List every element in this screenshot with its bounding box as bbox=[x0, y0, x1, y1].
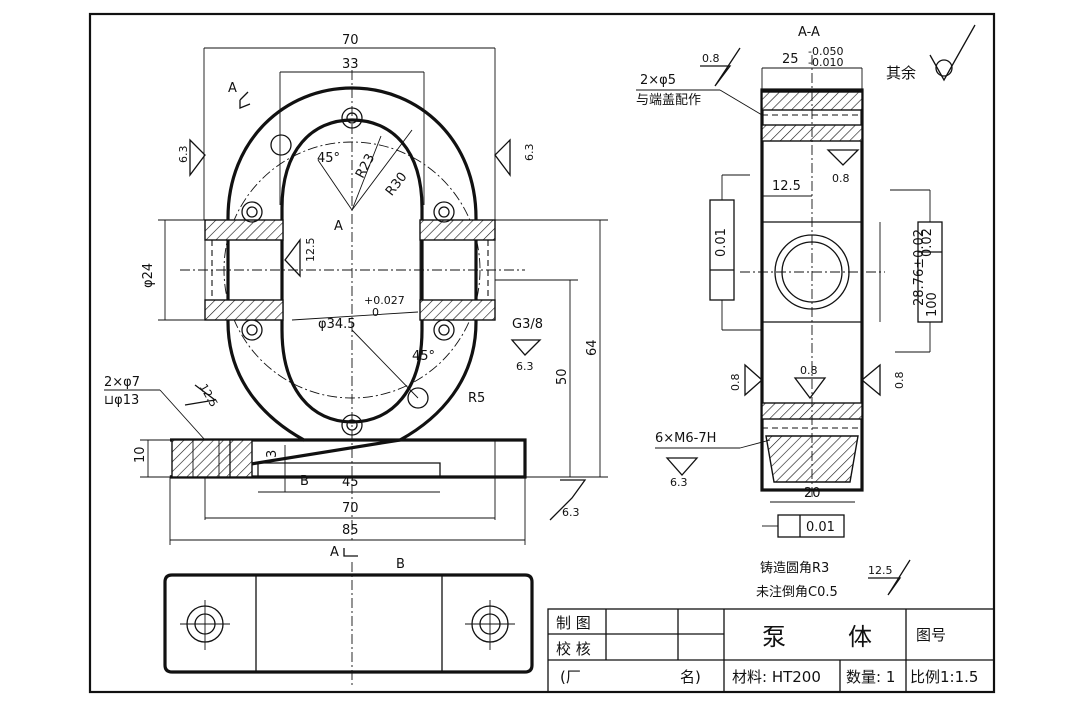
tb-part-name-1: 泵 bbox=[762, 623, 786, 651]
roughness-0-8-right: 0.8 bbox=[893, 372, 906, 390]
angle-45-top: 45° bbox=[317, 151, 340, 166]
dim-25-lower-dev: -0.010 bbox=[808, 56, 843, 69]
dim-r30: R30 bbox=[383, 170, 411, 199]
dim-10: 10 bbox=[133, 446, 148, 463]
roughness-0-8-mid: 0.8 bbox=[800, 364, 818, 377]
dim-r23: R23 bbox=[353, 151, 378, 181]
cut-mark-a-bottom: A bbox=[330, 545, 339, 560]
roughness-0-8-bore: 0.8 bbox=[832, 172, 850, 185]
dim-45: 45 bbox=[342, 475, 359, 490]
dim-phi34-tol-lo: 0 bbox=[372, 306, 379, 319]
dim-r5: R5 bbox=[468, 391, 485, 406]
roughness-0-8-top: 0.8 bbox=[702, 52, 720, 65]
roughness-6-3-m6: 6.3 bbox=[670, 476, 688, 489]
note-chamfer: 未注倒角C0.5 bbox=[756, 585, 838, 600]
dim-3: 3 bbox=[265, 450, 280, 458]
tb-part-name-2: 体 bbox=[848, 623, 872, 651]
tb-quantity: 数量: 1 bbox=[846, 668, 895, 686]
tb-checked-label: 校 核 bbox=[556, 640, 591, 658]
roughness-12-5-hole: 12.5 bbox=[197, 382, 221, 410]
dim-33: 33 bbox=[342, 57, 359, 72]
thread-m6: 6×M6-7H bbox=[655, 431, 716, 446]
roughness-6-3-right: 6.3 bbox=[523, 144, 536, 162]
dim-85: 85 bbox=[342, 523, 359, 538]
perpendicularity-frame: 0.01 bbox=[709, 174, 762, 331]
roughness-6-3-left: 6.3 bbox=[177, 146, 190, 164]
dim-64: 64 bbox=[585, 339, 600, 356]
tb-scale: 比例1:1.5 bbox=[910, 668, 978, 686]
drawing-frame bbox=[88, 12, 996, 694]
par-value: 0.02 bbox=[920, 228, 935, 257]
roughness-0-8-left: 0.8 bbox=[729, 374, 742, 392]
par-length: 100 bbox=[925, 292, 940, 317]
dim-12-5: 12.5 bbox=[772, 179, 801, 194]
hole-2x5-note: 与端盖配作 bbox=[636, 93, 701, 108]
dim-phi34: φ34.5 bbox=[318, 317, 356, 332]
note-roughness-value: 12.5 bbox=[868, 564, 893, 577]
flatness-frame: 0.01 bbox=[762, 514, 845, 538]
bolt-holes bbox=[241, 107, 455, 436]
roughness-rest-label: 其余 bbox=[886, 64, 916, 82]
note-casting-fillet: 铸造圆角R3 bbox=[760, 560, 829, 576]
tb-drawn-label: 制 图 bbox=[556, 614, 591, 632]
dim-28-76: 28.76±0.02 bbox=[912, 229, 927, 306]
top-view bbox=[163, 562, 534, 685]
cut-mark-a: A bbox=[228, 81, 237, 96]
perp-value: 0.01 bbox=[714, 228, 729, 257]
tb-drawing-no-label: 图号 bbox=[916, 626, 946, 644]
dim-25-upper-dev: -0.050 bbox=[808, 45, 843, 58]
dim-phi34-tol-up: +0.027 bbox=[364, 294, 405, 307]
cut-mark-b: B bbox=[396, 557, 405, 572]
hole-2x5: 2×φ5 bbox=[640, 73, 676, 88]
tb-company-open: (厂 bbox=[560, 668, 581, 686]
flat-value: 0.01 bbox=[806, 520, 835, 535]
dim-50: 50 bbox=[555, 368, 570, 385]
front-view: 70 33 R23 R30 45° A φ24 φ34.5 +0.027 0 4… bbox=[104, 33, 608, 572]
section-a-a: A-A 25 -0.050 -0.010 12.5 28.76±0.02 20 … bbox=[636, 25, 943, 538]
b-mark: B bbox=[300, 474, 309, 489]
dim-70-top: 70 bbox=[342, 33, 359, 48]
angle-45-bottom: 45° bbox=[412, 349, 435, 364]
roughness-12-5-bore: 12.5 bbox=[304, 238, 317, 263]
counterbore-13: ⊔φ13 bbox=[104, 393, 139, 408]
dim-phi24: φ24 bbox=[141, 263, 156, 288]
roughness-6-3-g38: 6.3 bbox=[516, 360, 534, 373]
roughness-6-3-base: 6.3 bbox=[562, 506, 580, 519]
section-title: A-A bbox=[798, 25, 820, 40]
thread-g38: G3/8 bbox=[512, 317, 543, 332]
center-a-label: A bbox=[334, 219, 343, 234]
dim-20: 20 bbox=[804, 486, 821, 501]
parallelism-frame: 0.02 100 bbox=[890, 189, 943, 353]
dim-70-bottom: 70 bbox=[342, 501, 359, 516]
tb-material: 材料: HT200 bbox=[732, 668, 821, 686]
tb-company-close: 名) bbox=[680, 668, 701, 686]
hole-2x7: 2×φ7 bbox=[104, 375, 140, 390]
title-block: 制 图 校 核 泵 体 图号 (厂 名) 材料: HT200 数量: 1 比例1… bbox=[547, 608, 995, 693]
dim-25: 25 bbox=[782, 52, 799, 67]
